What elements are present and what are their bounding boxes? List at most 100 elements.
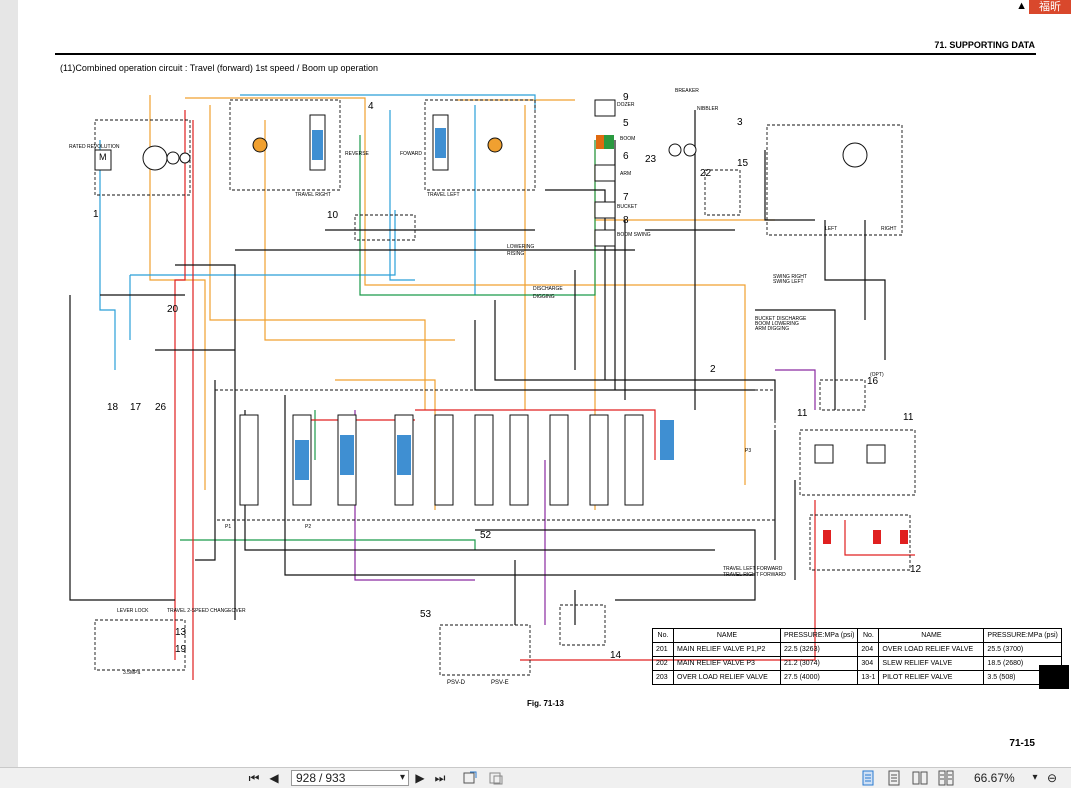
motor-symbol-label: M <box>99 152 107 162</box>
cell: 201 <box>652 642 674 657</box>
page-current: 928 <box>296 771 317 785</box>
cell: 204 <box>857 642 880 657</box>
col-pressure-2: PRESSURE:MPa (psi) <box>983 628 1062 643</box>
arm-label: ARM <box>620 171 631 177</box>
cell: 13-1 <box>857 670 880 685</box>
travel-left-forward-label: TRAVEL LEFT FORWARD <box>723 566 783 572</box>
continuous-view-icon[interactable] <box>886 770 902 786</box>
bucket-label: BUCKET <box>617 204 637 210</box>
travel-lever-box <box>799 429 916 496</box>
prev-page-button[interactable]: ◀ <box>269 771 279 785</box>
first-page-button[interactable]: ⏮ <box>248 771 260 785</box>
rising-label: RISING <box>507 251 524 257</box>
callout-16: 16 <box>867 376 879 387</box>
corner-arrow-icon[interactable]: ▲ <box>1016 0 1027 12</box>
zoom-level[interactable]: 66.67% <box>974 771 1015 785</box>
opt-valve-box <box>819 379 866 411</box>
col-no: No. <box>652 628 674 643</box>
callout-6: 6 <box>623 151 629 162</box>
callout-10: 10 <box>327 210 339 221</box>
col-name-2: NAME <box>878 628 985 643</box>
pilot-valve-blocks <box>594 99 908 544</box>
control-valve-spools <box>239 414 674 506</box>
page-dropdown-icon[interactable]: ▾ <box>399 772 405 783</box>
p3-label: P3 <box>745 448 751 454</box>
pilot-lines-blue <box>99 94 536 370</box>
nibbler-label: NIBBLER <box>697 106 719 112</box>
rotate-view-icon[interactable] <box>488 770 504 786</box>
swing-motor <box>842 142 868 168</box>
boom-lowering-label: BOOM LOWERING <box>755 321 799 327</box>
p2-label: P2 <box>305 524 311 530</box>
travel-right-motor-box <box>229 99 341 191</box>
lever-lock-label: LEVER LOCK <box>117 608 149 614</box>
discharge-label: DISCHARGE <box>533 286 563 292</box>
digging-label: DIGGING <box>533 294 555 300</box>
lowering-label: LOWERING <box>507 244 534 250</box>
cell: MAIN RELIEF VALVE P3 <box>673 656 781 671</box>
opt-label: (OPT) <box>870 372 884 378</box>
left-label: LEFT <box>825 226 837 232</box>
callout-12: 12 <box>910 564 922 575</box>
psv-d-label: PSV-D <box>447 680 466 686</box>
breaker-label: BREAKER <box>675 88 699 94</box>
circuit-text-labels: M RATED REVOLUTION SWING RIGHT SWING LEF… <box>69 88 897 686</box>
section-thumb-tab <box>1039 665 1069 689</box>
boom-swing-label: BOOM SWING <box>617 232 651 238</box>
psv-box <box>439 624 531 676</box>
travel-left-motor-box <box>424 99 536 191</box>
control-valve-box <box>214 389 776 521</box>
continuous-facing-view-icon[interactable] <box>938 770 954 786</box>
selector-valve-box <box>704 169 741 216</box>
callout-22: 22 <box>700 168 712 179</box>
single-page-view-icon[interactable] <box>860 770 876 786</box>
swing-right-label: SWING RIGHT <box>773 274 807 280</box>
header-rule <box>55 53 1036 55</box>
callout-19: 19 <box>175 644 187 655</box>
callout-3: 3 <box>737 117 743 128</box>
fit-page-icon[interactable] <box>462 770 478 786</box>
travel-left-label: TRAVEL LEFT <box>427 192 460 198</box>
swing-motor-box <box>766 124 903 236</box>
boom-label: BOOM <box>620 136 635 142</box>
hydraulic-circuit-diagram: 1 2 3 4 5 6 7 8 9 10 11 11 12 13 14 15 1… <box>69 88 922 686</box>
arm-digging-label: ARM DIGGING <box>755 326 789 332</box>
callout-1: 1 <box>93 209 99 220</box>
zoom-dropdown-icon[interactable]: ▾ <box>1032 772 1038 783</box>
callout-18: 18 <box>107 402 119 413</box>
last-page-button[interactable]: ⏭ <box>434 771 446 785</box>
callout-14: 14 <box>610 650 622 661</box>
page-total: 933 <box>325 771 346 785</box>
forward-label: FOWARD <box>400 151 422 157</box>
bucket-discharge-label: BUCKET DISCHARGE <box>755 316 807 322</box>
swivel-joint-box <box>354 214 416 241</box>
reverse-label: REVERSE <box>345 151 370 157</box>
cell: 25.5 (3700) <box>983 642 1062 657</box>
page-number: 71-15 <box>1009 738 1035 749</box>
callout-52: 52 <box>480 530 492 541</box>
cell: 21.2 (3074) <box>779 656 859 671</box>
cell: 22.5 (3263) <box>779 642 859 657</box>
app-badge[interactable]: 福昕 <box>1029 0 1071 14</box>
callout-13: 13 <box>175 627 187 638</box>
cell: 202 <box>652 656 674 671</box>
callout-4: 4 <box>368 101 374 112</box>
callout-9: 9 <box>623 92 629 103</box>
cell: MAIN RELIEF VALVE P1,P2 <box>673 642 781 657</box>
cell: OVER LOAD RELIEF VALVE <box>673 670 781 685</box>
main-pump <box>94 142 868 171</box>
callout-11-left: 11 <box>903 412 914 423</box>
main-lines-black <box>69 110 886 625</box>
table-row: 203 OVER LOAD RELIEF VALVE 27.5 (4000) 1… <box>652 670 1062 685</box>
next-page-button[interactable]: ▶ <box>415 771 425 785</box>
zoom-out-button[interactable]: ⊖ <box>1046 771 1058 785</box>
callout-23: 23 <box>645 154 657 165</box>
callout-11-right: 11 <box>797 408 808 419</box>
col-pressure: PRESSURE:MPa (psi) <box>779 628 859 643</box>
callout-26: 26 <box>155 402 167 413</box>
swing-left-label: SWING LEFT <box>773 279 804 285</box>
facing-view-icon[interactable] <box>912 770 928 786</box>
cell: 203 <box>652 670 674 685</box>
page-number-input[interactable]: 928/933▾ <box>291 770 409 786</box>
dozer-solenoid-box <box>559 604 606 646</box>
